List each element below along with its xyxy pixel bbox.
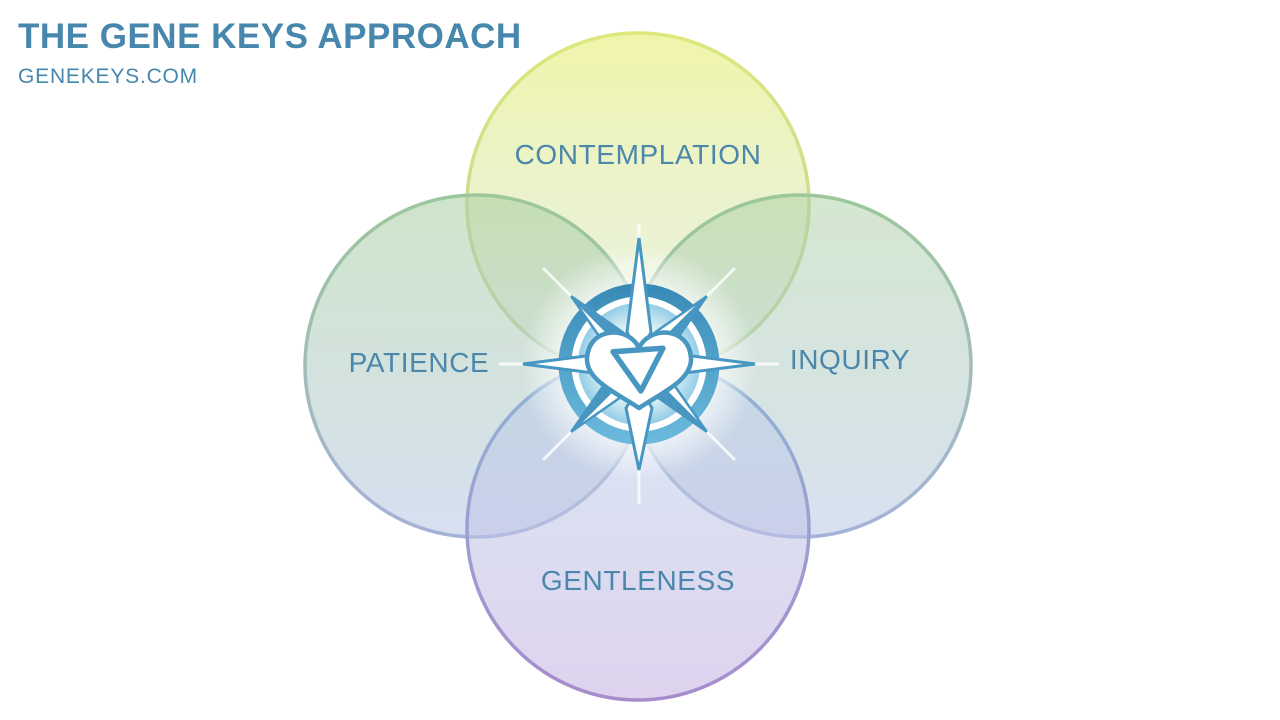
circle-label-gentleness: GENTLENESS (540, 565, 736, 596)
header: THE GENE KEYS APPROACH GENEKEYS.COM (18, 17, 522, 89)
compass-heart-logo (499, 224, 779, 504)
page-title: THE GENE KEYS APPROACH (18, 17, 522, 56)
circle-label-patience: PATIENCE (348, 347, 490, 378)
circle-label-contemplation: CONTEMPLATION (514, 139, 762, 170)
circle-label-inquiry: INQUIRY (789, 344, 911, 375)
water-triangle-icon (610, 345, 666, 394)
website-url: GENEKEYS.COM (18, 64, 198, 88)
